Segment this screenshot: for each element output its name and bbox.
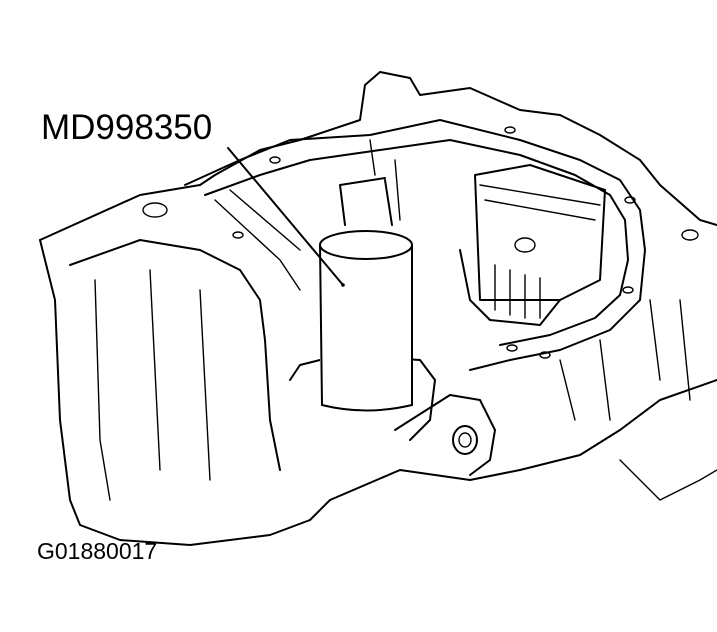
leader-line xyxy=(227,147,344,286)
bolt-holes xyxy=(142,126,699,359)
figure-code: G01880017 xyxy=(37,538,158,564)
tool-number-callout: MD998350 xyxy=(41,108,213,147)
leader-dot xyxy=(341,283,345,287)
case-housing xyxy=(39,71,717,546)
special-tool-cylinder xyxy=(319,230,413,412)
